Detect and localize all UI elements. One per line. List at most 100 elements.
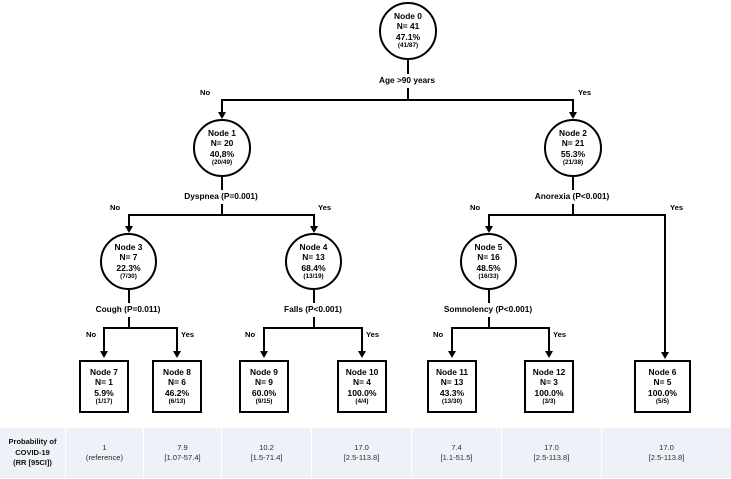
probability-ci: [2.5-113.8]: [533, 453, 570, 462]
probability-ci: [1.1-51.5]: [440, 453, 473, 462]
connector-anorexia-bus: [489, 214, 666, 216]
probability-cell-node12: 17.0 [2.5-113.8]: [502, 428, 602, 478]
node-0: Node 0 N= 41 47.1% (41/87): [379, 2, 437, 60]
node-6-title: Node 6: [648, 367, 677, 378]
probability-value: 17.0: [544, 442, 559, 452]
probability-row-label-line1: Probability of: [8, 436, 57, 446]
connector-anorexia-no: [488, 214, 490, 227]
node-8-percent: 46.2%: [164, 387, 190, 398]
connector-age-bus: [222, 99, 574, 101]
branch-label-dyspnea-no: No: [110, 203, 121, 212]
node-8-n: N= 6: [168, 377, 186, 388]
arrow-anorexia-yes: [660, 352, 669, 359]
connector-falls-stem: [313, 317, 315, 328]
split-label-anorexia: Anorexia (P<0.001): [534, 191, 610, 201]
connector-node2-stem: [572, 177, 574, 190]
node-9-fraction: (9/15): [255, 398, 273, 406]
node-5-percent: 48.5%: [476, 262, 501, 273]
node-12: Node 12 N= 3 100.0% (3/3): [524, 360, 574, 413]
node-11-n: N= 13: [440, 377, 464, 388]
node-10-fraction: (4/4): [355, 398, 369, 406]
probability-ci: [2.5-113.8]: [648, 453, 685, 462]
node-7: Node 7 N= 1 5.9% (1/17): [79, 360, 129, 413]
node-1-title: Node 1: [208, 128, 236, 139]
probability-value: 10.2: [259, 442, 274, 452]
probability-cell-node11: 7.4 [1.1-51.5]: [412, 428, 502, 478]
node-3-n: N= 7: [119, 251, 138, 262]
node-3-fraction: (7/30): [120, 272, 137, 280]
node-11-title: Node 11: [435, 367, 469, 378]
branch-label-somnolency-yes: Yes: [553, 330, 567, 339]
split-label-dyspnea: Dyspnea (P=0.001): [184, 191, 258, 201]
connector-dyspnea-bus: [129, 214, 315, 216]
node-6-percent: 100.0%: [647, 387, 678, 398]
node-10-percent: 100.0%: [347, 387, 377, 398]
node-7-percent: 5.9%: [94, 387, 114, 398]
arrow-falls-no: [259, 351, 268, 358]
probability-ci: [2.5-113.8]: [343, 453, 380, 462]
probability-value: 7.4: [451, 442, 462, 452]
connector-node4-stem: [313, 290, 315, 303]
branch-label-age-no: No: [200, 88, 211, 97]
probability-value: 17.0: [354, 442, 369, 452]
connector-cough-bus: [104, 327, 178, 329]
node-2-percent: 55.3%: [560, 149, 586, 160]
node-2: Node 2 N= 21 55.3% (21/38): [544, 119, 602, 177]
arrow-somnolency-no: [447, 351, 456, 358]
connector-node5-stem: [488, 290, 490, 303]
branch-label-cough-yes: Yes: [181, 330, 195, 339]
node-2-fraction: (21/38): [562, 159, 584, 167]
node-3: Node 3 N= 7 22.3% (7/30): [100, 233, 157, 290]
connector-node0-stem: [407, 60, 409, 74]
arrow-cough-yes: [172, 351, 181, 358]
arrow-falls-yes: [357, 351, 366, 358]
node-3-title: Node 3: [114, 241, 143, 252]
node-0-n: N= 41: [396, 21, 420, 32]
connector-falls-no: [263, 327, 265, 352]
node-4-n: N= 13: [302, 251, 325, 262]
node-7-title: Node 7: [90, 367, 118, 378]
branch-label-falls-yes: Yes: [366, 330, 380, 339]
node-9-n: N= 9: [255, 377, 273, 388]
connector-anorexia-yes: [664, 214, 666, 353]
branch-label-cough-no: No: [86, 330, 97, 339]
node-11-fraction: (13/30): [441, 398, 463, 406]
node-0-title: Node 0: [394, 11, 422, 22]
node-4-fraction: (13/19): [303, 272, 324, 280]
node-1: Node 1 N= 20 40,8% (20/49): [193, 119, 251, 177]
connector-somnolency-bus: [452, 327, 550, 329]
node-6: Node 6 N= 5 100.0% (5/5): [634, 360, 691, 413]
probability-cell-node10: 17.0 [2.5-113.8]: [312, 428, 412, 478]
node-12-percent: 100.0%: [534, 387, 564, 398]
probability-row-label: Probability of COVID-19 (RR [95CI]): [0, 428, 66, 478]
node-9-percent: 60.0%: [251, 387, 277, 398]
node-3-percent: 22.3%: [116, 262, 141, 273]
probability-table: Probability of COVID-19 (RR [95CI]) 1 (r…: [0, 428, 731, 478]
node-4-percent: 68.4%: [301, 262, 326, 273]
branch-label-dyspnea-yes: Yes: [318, 203, 332, 212]
arrow-age-yes: [568, 112, 577, 119]
probability-cell-node7: 1 (reference): [66, 428, 144, 478]
connector-somnolency-yes: [548, 327, 550, 352]
arrow-somnolency-yes: [544, 351, 553, 358]
connector-dyspnea-yes: [313, 214, 315, 227]
node-8-title: Node 8: [163, 367, 191, 378]
split-label-somnolency: Somnolency (P<0.001): [443, 304, 533, 314]
probability-value: 1: [102, 442, 107, 452]
arrow-dyspnea-yes: [309, 226, 318, 233]
connector-somnolency-stem: [488, 317, 490, 328]
node-9: Node 9 N= 9 60.0% (9/15): [239, 360, 289, 413]
node-7-fraction: (1/17): [95, 398, 113, 406]
connector-anorexia-stem: [572, 204, 574, 215]
branch-label-anorexia-no: No: [470, 203, 481, 212]
connector-falls-yes: [361, 327, 363, 352]
branch-label-anorexia-yes: Yes: [670, 203, 684, 212]
arrow-age-no: [217, 112, 226, 119]
node-6-fraction: (5/5): [655, 398, 670, 406]
node-5-title: Node 5: [474, 241, 503, 252]
connector-node3-stem: [128, 290, 130, 303]
arrow-cough-no: [99, 351, 108, 358]
node-6-n: N= 5: [653, 377, 672, 388]
branch-label-age-yes: Yes: [578, 88, 592, 97]
connector-dyspnea-stem: [221, 204, 223, 215]
